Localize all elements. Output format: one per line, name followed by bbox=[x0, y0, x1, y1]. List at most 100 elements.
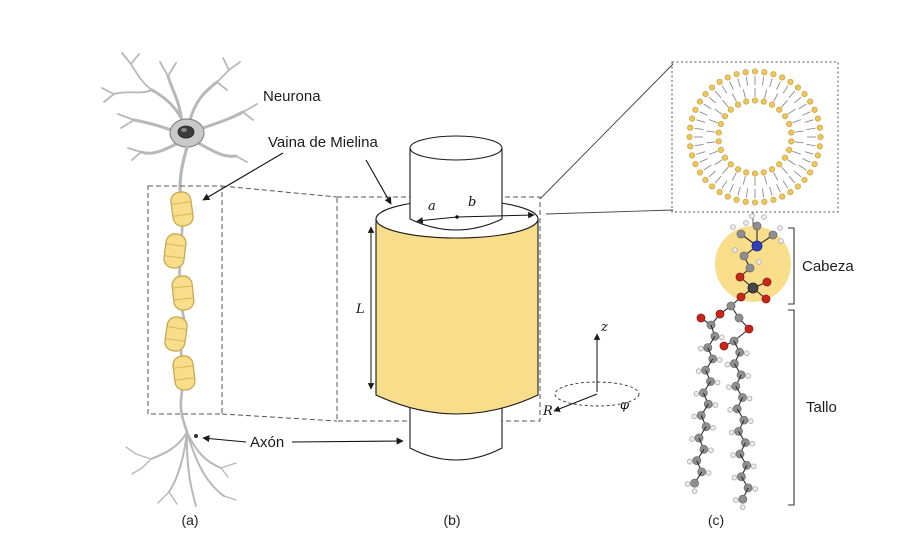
hydrogen-atom bbox=[749, 213, 755, 219]
atom-c bbox=[734, 313, 744, 323]
lipid-head bbox=[807, 169, 814, 176]
liposome-connector-bottom bbox=[545, 209, 674, 215]
coordinate-system: z R φ bbox=[542, 320, 640, 419]
atom-c bbox=[736, 229, 746, 239]
hydrogen-atom bbox=[730, 452, 736, 458]
lipid-tail bbox=[764, 175, 768, 185]
cabeza-label: Cabeza bbox=[802, 258, 854, 275]
lipid-tail bbox=[776, 184, 781, 193]
lipid-tail bbox=[806, 127, 816, 131]
lipid-head bbox=[770, 71, 777, 78]
lipid-tail bbox=[788, 90, 796, 98]
axon-cylinder-top-face bbox=[409, 135, 503, 161]
hydrogen-atom bbox=[693, 390, 700, 397]
lipid-tail bbox=[794, 96, 802, 104]
myelin-segment bbox=[163, 233, 187, 269]
hydrogen-atom bbox=[778, 238, 784, 244]
head-highlight-circle bbox=[715, 226, 791, 302]
lipid-tail bbox=[696, 151, 706, 155]
myelin-segment bbox=[171, 275, 195, 311]
hydrogen-atom bbox=[684, 481, 691, 488]
myelin-cylinder-body bbox=[375, 218, 539, 415]
lipid-tail bbox=[792, 119, 801, 124]
zoom-connector-top bbox=[221, 185, 338, 198]
lipid-head bbox=[751, 68, 759, 75]
lipid-head bbox=[816, 124, 823, 131]
lipid-head bbox=[692, 106, 699, 113]
hydrogen-atom bbox=[708, 447, 714, 454]
lipid-head bbox=[689, 152, 696, 159]
lipid-tail bbox=[731, 172, 737, 181]
atom-c bbox=[690, 478, 699, 488]
hydrogen-atom bbox=[705, 470, 712, 476]
lipid-head bbox=[770, 196, 777, 203]
atom-c bbox=[752, 221, 762, 231]
hydrogen-atom bbox=[714, 379, 721, 386]
myelin-segment bbox=[172, 355, 196, 391]
lipid-tail bbox=[708, 96, 716, 104]
dendrite-twigs bbox=[101, 52, 258, 163]
lipid-tail bbox=[699, 111, 708, 116]
phi-label: φ bbox=[620, 398, 630, 413]
caption-a: (a) bbox=[181, 512, 198, 528]
lipid-head bbox=[807, 98, 814, 105]
lipid-head bbox=[743, 98, 750, 105]
lipid-head bbox=[788, 129, 795, 136]
lipid-head bbox=[761, 69, 768, 76]
lipid-tail bbox=[745, 188, 749, 198]
lipid-tail bbox=[703, 164, 712, 171]
cabeza-bracket bbox=[788, 227, 795, 305]
lipid-tail bbox=[773, 93, 779, 102]
lipid-head bbox=[715, 129, 722, 136]
lipid-tail bbox=[761, 76, 765, 86]
lipid-tail bbox=[798, 164, 807, 171]
tallo-label: Tallo bbox=[806, 399, 837, 416]
hydrogen-atom bbox=[697, 345, 704, 352]
annotations: Neurona Vaina de Mielina Axón (a) (b) (c… bbox=[181, 88, 724, 528]
lipid-tail bbox=[776, 81, 781, 90]
lipid-head bbox=[727, 161, 734, 168]
hydrogen-atom bbox=[752, 486, 758, 492]
atom-p bbox=[747, 282, 759, 294]
atom-o bbox=[715, 309, 725, 319]
hydrogen-atom bbox=[695, 368, 702, 375]
lipid-tail bbox=[764, 89, 768, 99]
lipid-tail bbox=[722, 166, 729, 174]
lipid-tail bbox=[721, 180, 728, 189]
lipid-head bbox=[760, 98, 767, 105]
vaina-arrow-right bbox=[365, 159, 392, 205]
lipid-head bbox=[779, 74, 786, 81]
terminal-twigs bbox=[125, 446, 237, 505]
lipid-head bbox=[786, 146, 793, 153]
lipid-tail bbox=[709, 119, 718, 124]
lipid-head bbox=[817, 133, 824, 141]
lipid-tail bbox=[804, 151, 814, 155]
panel-c-liposome bbox=[671, 61, 839, 228]
caption-b: (b) bbox=[443, 512, 460, 528]
hydrogen-atom bbox=[689, 436, 695, 442]
lipid-head bbox=[692, 161, 699, 168]
lipid-head bbox=[687, 124, 694, 131]
lipid-head bbox=[709, 183, 716, 190]
lipid-tail bbox=[794, 170, 802, 178]
lipid-head bbox=[743, 169, 750, 176]
hydrogen-atom bbox=[739, 504, 746, 511]
lipid-head bbox=[716, 189, 723, 196]
lipid-head bbox=[816, 143, 823, 150]
hydrogen-atom bbox=[749, 440, 756, 447]
lipid-tail bbox=[699, 158, 708, 163]
lipid-head bbox=[724, 74, 731, 81]
myelin-segment bbox=[170, 191, 194, 227]
hydrogen-atom bbox=[743, 350, 750, 357]
lipid-head bbox=[787, 78, 794, 85]
lipid-tail bbox=[806, 143, 816, 147]
lipid-tail bbox=[781, 100, 788, 108]
atom-o bbox=[719, 341, 729, 351]
lipid-tail bbox=[787, 159, 796, 166]
lipid-head bbox=[702, 91, 709, 98]
phi-circle bbox=[554, 381, 640, 407]
liposome-zoom-box bbox=[671, 61, 839, 213]
radius-a-arrow bbox=[416, 216, 458, 224]
hydrogen-atom bbox=[710, 424, 716, 431]
